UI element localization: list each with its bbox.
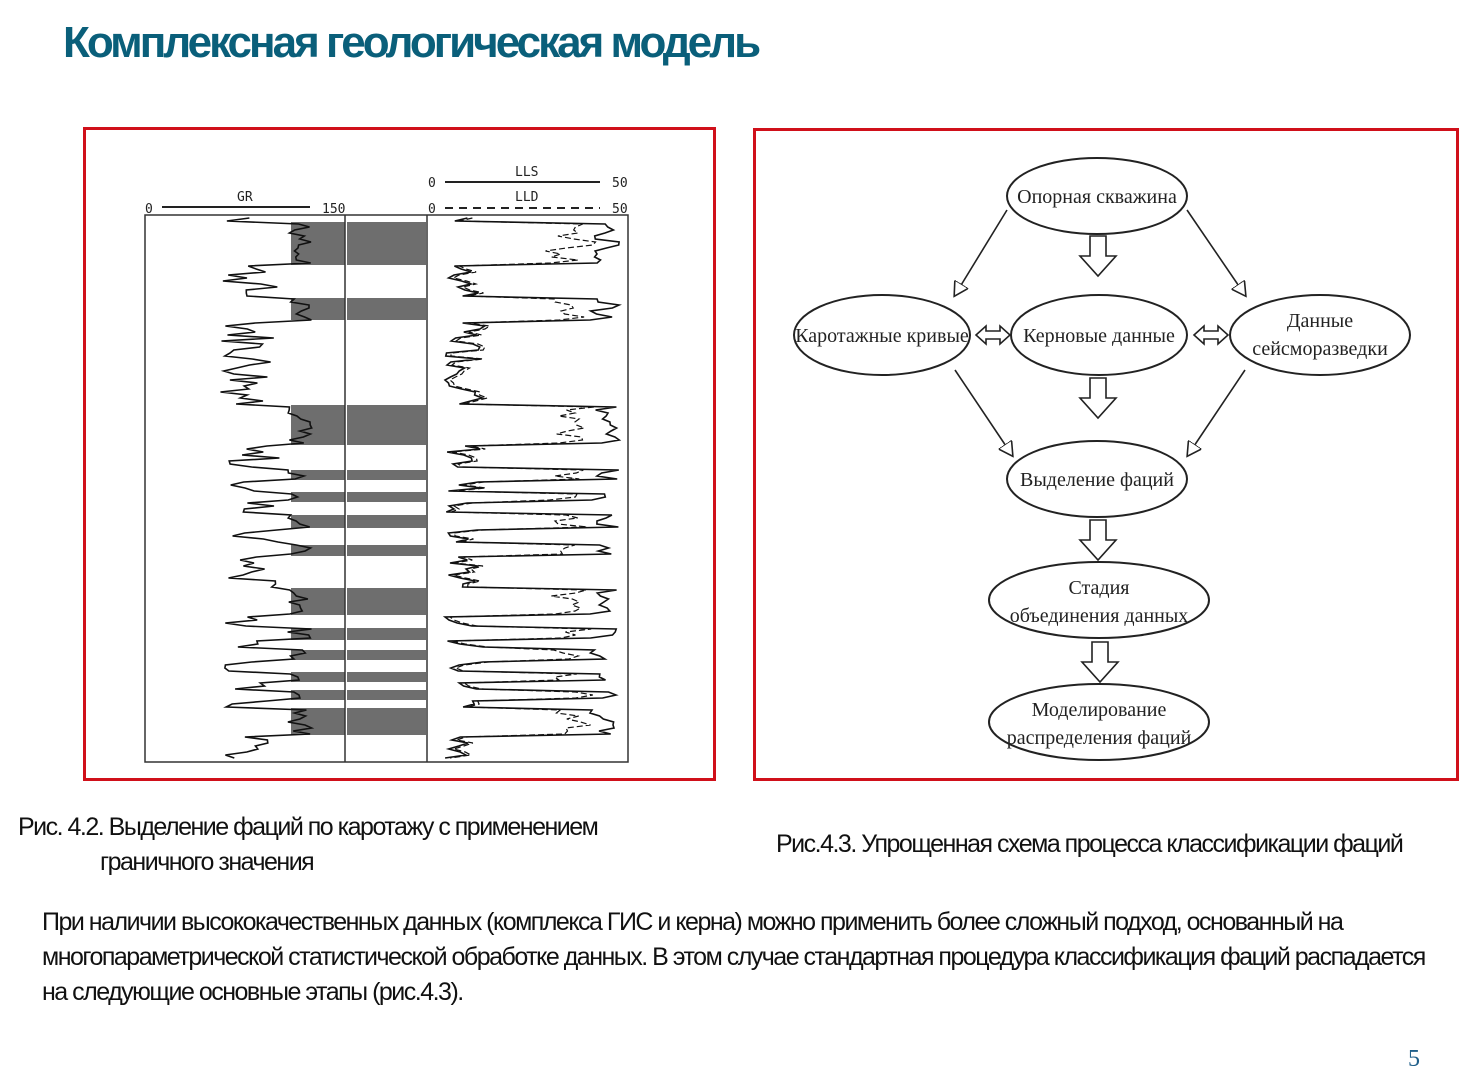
facies-workflow-diagram: Опорная скважина Каротажные кривые Керно…	[753, 128, 1459, 781]
facies-band	[347, 650, 426, 660]
lld-label: LLD	[515, 190, 539, 205]
facies-band	[347, 628, 426, 640]
gr-max: 150	[322, 202, 345, 217]
gr-min: 0	[145, 202, 153, 217]
node-data-integration	[988, 561, 1210, 639]
log-frame	[144, 214, 629, 763]
label-reference-well: Опорная скважина	[1017, 186, 1177, 208]
node-reference-well	[1006, 157, 1188, 235]
label-modeling-1: Моделирование	[1032, 699, 1167, 721]
facies-band	[347, 405, 426, 445]
caption-line-1: Рис. 4.2. Выделение фаций по каротажу с …	[18, 813, 599, 841]
diagonal-arrows	[955, 209, 1245, 455]
node-log-curves	[793, 294, 971, 376]
label-log-curves: Каротажные кривые	[795, 325, 969, 347]
facies-band	[291, 628, 345, 640]
page-number: 5	[1408, 1046, 1420, 1072]
workflow-svg: Опорная скважина Каротажные кривые Керно…	[793, 157, 1411, 761]
lls-min: 0	[428, 176, 436, 191]
label-seismic-1: Данные	[1287, 310, 1353, 332]
facies-band	[347, 545, 426, 556]
node-facies-modeling	[988, 683, 1210, 761]
lls-max: 50	[612, 176, 628, 191]
facies-band	[347, 515, 426, 528]
well-log-chart: 0 GR 150 0 LLS 50 0 LLD 50	[144, 165, 629, 763]
gr-label: GR	[237, 190, 253, 205]
facies-band	[347, 298, 426, 320]
block-arrows	[974, 235, 1230, 684]
label-modeling-2: распределения фаций	[1007, 727, 1192, 749]
facies-band	[291, 672, 345, 682]
facies-bands	[291, 222, 426, 735]
facies-band	[347, 470, 426, 480]
body-paragraph: При наличии высококачественных данных (к…	[42, 908, 1426, 1006]
lld-min: 0	[428, 202, 436, 217]
lld-max: 50	[612, 202, 628, 217]
facies-band	[291, 298, 345, 320]
well-log-figure: 0 GR 150 0 LLS 50 0 LLD 50	[83, 127, 716, 781]
facies-band	[291, 588, 345, 615]
facies-band	[347, 672, 426, 682]
facies-band	[291, 650, 345, 660]
label-core-data: Керновые данные	[1023, 325, 1175, 347]
figure-right-caption: Рис.4.3. Упрощенная схема процесса класс…	[776, 830, 1404, 858]
label-integration-2: объединения данных	[1010, 605, 1189, 627]
facies-band	[347, 708, 426, 735]
facies-band	[347, 222, 426, 265]
node-facies-selection	[1006, 440, 1188, 518]
gr-curve	[220, 217, 315, 759]
caption-line-2: граничного значения	[100, 848, 315, 876]
facies-band	[291, 515, 345, 528]
facies-band	[291, 690, 345, 700]
label-integration-1: Стадия	[1068, 577, 1129, 599]
lls-curve	[442, 217, 622, 759]
node-seismic-data	[1229, 294, 1411, 376]
lls-label: LLS	[515, 165, 538, 180]
facies-band	[291, 545, 345, 556]
label-seismic-2: сейсморазведки	[1252, 338, 1388, 360]
label-facies-selection: Выделение фаций	[1020, 469, 1174, 491]
facies-band	[291, 405, 345, 445]
figure-left-caption: Рис. 4.2. Выделение фаций по каротажу с …	[18, 810, 599, 880]
facies-band	[291, 470, 345, 480]
lld-curve	[448, 217, 597, 759]
facies-band	[347, 588, 426, 615]
facies-band	[291, 492, 345, 502]
slide-title: Комплексная геологическая модель	[63, 18, 761, 67]
facies-band	[347, 492, 426, 502]
facies-band	[347, 690, 426, 700]
